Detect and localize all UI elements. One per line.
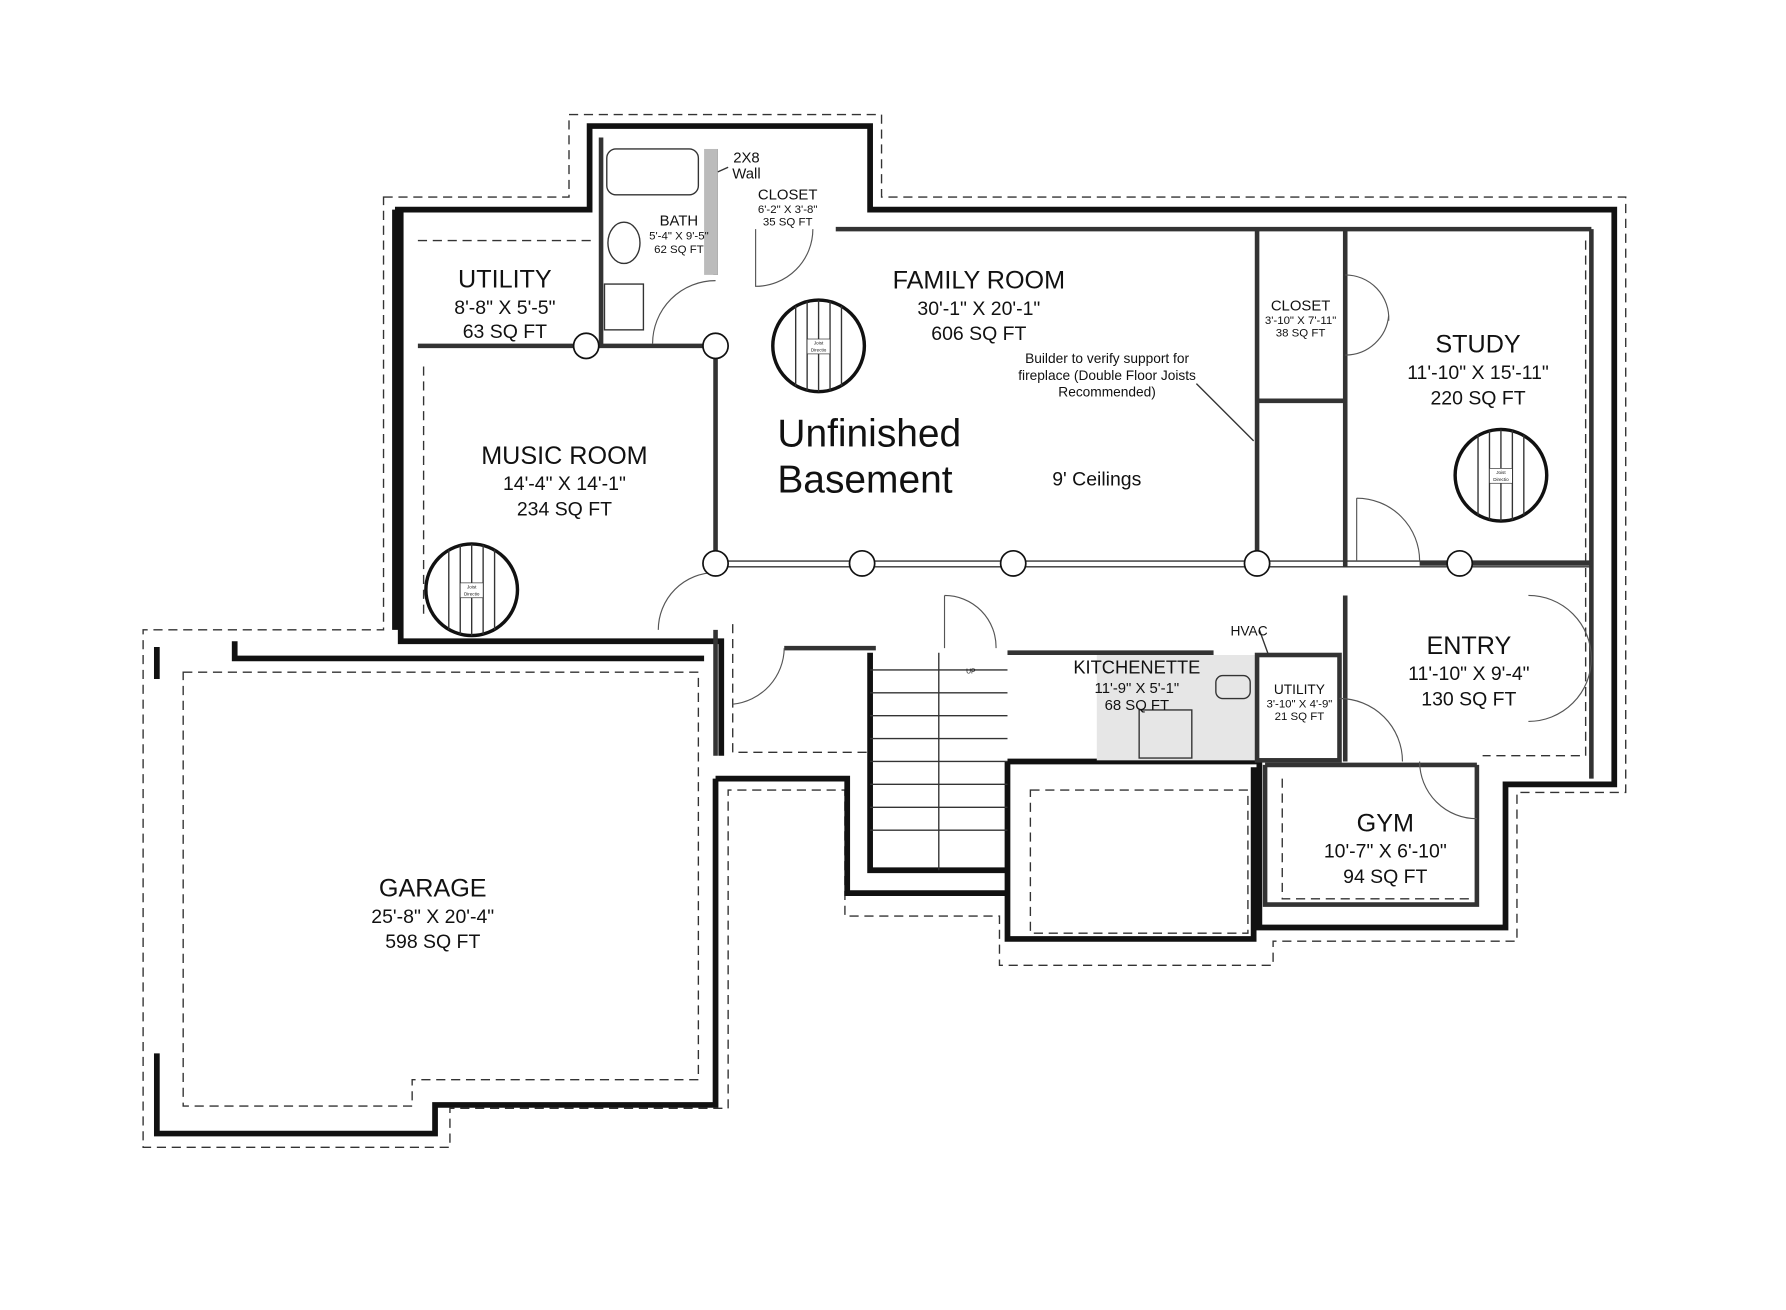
joist-direction-marker: Joist Directio [424,542,520,638]
ceilings-note: 9' Ceilings [1052,469,1141,491]
room-kitchenette: KITCHENETTE 11'-9" X 5'-1" 68 SQ FT [1073,656,1200,714]
toilet [607,221,641,265]
svg-text:5'-4" X 9'-5": 5'-4" X 9'-5" [649,230,709,242]
svg-text:234 SQ FT: 234 SQ FT [517,498,612,520]
svg-text:62 SQ FT: 62 SQ FT [654,244,704,256]
svg-text:Joist: Joist [1496,470,1506,475]
svg-text:BATH: BATH [660,214,699,230]
wall-2x8 [704,148,718,275]
svg-text:68 SQ FT: 68 SQ FT [1105,698,1169,714]
svg-text:Joist: Joist [467,585,477,590]
room-study: STUDY 11'-10" X 15'-11" 220 SQ FT [1407,331,1549,410]
svg-text:MUSIC ROOM: MUSIC ROOM [481,442,647,470]
hvac-label: HVAC [1231,624,1268,639]
svg-text:Recommended): Recommended) [1058,384,1156,399]
svg-text:Wall: Wall [732,167,760,183]
wall-note: 2X8 Wall [732,151,760,183]
svg-text:35 SQ FT: 35 SQ FT [763,217,813,229]
room-closet-right: CLOSET 3'-10" X 7'-11" 38 SQ FT [1265,298,1336,339]
svg-text:GARAGE: GARAGE [379,875,487,903]
svg-text:Builder to verify support for: Builder to verify support for [1025,351,1189,366]
svg-text:11'-10" X 9'-4": 11'-10" X 9'-4" [1408,663,1530,685]
svg-text:Directio: Directio [811,348,827,353]
svg-text:598 SQ FT: 598 SQ FT [385,931,480,953]
builder-note: Builder to verify support for fireplace … [1018,351,1196,399]
outer-footprint-dashed [142,113,1627,1148]
kitchen-counter [1096,655,1258,761]
joist-direction-marker: Joist Directio [771,298,867,394]
sink [603,283,645,331]
room-family-room: FAMILY ROOM 30'-1" X 20'-1" 606 SQ FT [893,267,1066,346]
svg-text:Directio: Directio [464,591,480,596]
exterior-wall-left [392,209,725,756]
room-utility: UTILITY 8'-8" X 5'-5" 63 SQ FT [454,265,555,342]
svg-text:14'-4" X 14'-1": 14'-4" X 14'-1" [503,473,626,495]
svg-text:11'-9" X 5'-1": 11'-9" X 5'-1" [1095,681,1180,697]
room-music-room: MUSIC ROOM 14'-4" X 14'-1" 234 SQ FT [481,442,647,521]
exterior-walls [394,123,1618,931]
garage-inner-dashed [182,671,700,1107]
svg-text:STUDY: STUDY [1435,331,1521,359]
room-utility-small: UTILITY 3'-10" X 4'-9" 21 SQ FT [1266,682,1332,723]
svg-text:3'-10" X 4'-9": 3'-10" X 4'-9" [1266,699,1332,711]
svg-text:Joist: Joist [814,341,824,346]
svg-text:38 SQ FT: 38 SQ FT [1276,328,1326,340]
svg-text:6'-2" X 3'-8": 6'-2" X 3'-8" [758,204,818,216]
svg-text:CLOSET: CLOSET [1271,298,1331,314]
room-closet-top: CLOSET 6'-2" X 3'-8" 35 SQ FT [758,187,818,228]
stairs [870,652,1008,871]
joist-direction-marker: Joist Directio [1453,427,1549,523]
svg-text:8'-8" X 5'-5": 8'-8" X 5'-5" [454,297,555,319]
svg-text:10'-7" X 6'-10": 10'-7" X 6'-10" [1324,841,1447,863]
svg-text:220 SQ FT: 220 SQ FT [1430,387,1525,409]
svg-text:Basement: Basement [777,458,952,501]
svg-text:KITCHENETTE: KITCHENETTE [1073,656,1200,677]
doors [652,229,1592,820]
interior-dashed [417,239,1587,934]
exterior-walls-lower [715,652,1260,942]
kitchen-sink [1215,674,1251,700]
room-gym: GYM 10'-7" X 6'-10" 94 SQ FT [1324,809,1447,888]
support-columns [572,332,1474,577]
unfinished-basement-label: Unfinished Basement [777,413,961,502]
utility-small-room [1254,652,1342,763]
svg-text:94 SQ FT: 94 SQ FT [1343,866,1427,888]
svg-text:30'-1" X 20'-1": 30'-1" X 20'-1" [917,298,1040,320]
svg-text:UTILITY: UTILITY [1274,682,1325,697]
svg-text:UTILITY: UTILITY [458,265,552,293]
svg-text:GYM: GYM [1357,809,1414,837]
svg-text:606 SQ FT: 606 SQ FT [931,323,1026,345]
room-bath: BATH 5'-4" X 9'-5" 62 SQ FT [649,214,709,256]
svg-text:Unfinished: Unfinished [777,413,961,456]
svg-text:21 SQ FT: 21 SQ FT [1275,711,1325,723]
leader-lines [717,166,1270,656]
svg-text:11'-10" X 15'-11": 11'-10" X 15'-11" [1407,362,1549,384]
garage-walls [153,641,719,1137]
svg-text:130 SQ FT: 130 SQ FT [1421,688,1516,710]
svg-text:63 SQ FT: 63 SQ FT [463,321,547,343]
room-garage: GARAGE 25'-8" X 20'-4" 598 SQ FT [371,875,494,954]
svg-text:CLOSET: CLOSET [758,187,818,203]
svg-text:ENTRY: ENTRY [1426,632,1511,660]
room-entry: ENTRY 11'-10" X 9'-4" 130 SQ FT [1408,632,1530,711]
stair-up-label: UP [966,668,976,675]
svg-text:2X8: 2X8 [733,151,759,167]
bathtub [606,148,700,196]
cooktop [1138,709,1193,759]
svg-text:25'-8" X 20'-4": 25'-8" X 20'-4" [371,906,494,928]
svg-text:fireplace (Double Floor Joists: fireplace (Double Floor Joists [1018,368,1196,383]
svg-text:Directio: Directio [1493,477,1509,482]
svg-text:3'-10" X 7'-11": 3'-10" X 7'-11" [1265,315,1336,327]
svg-text:FAMILY ROOM: FAMILY ROOM [893,267,1066,295]
